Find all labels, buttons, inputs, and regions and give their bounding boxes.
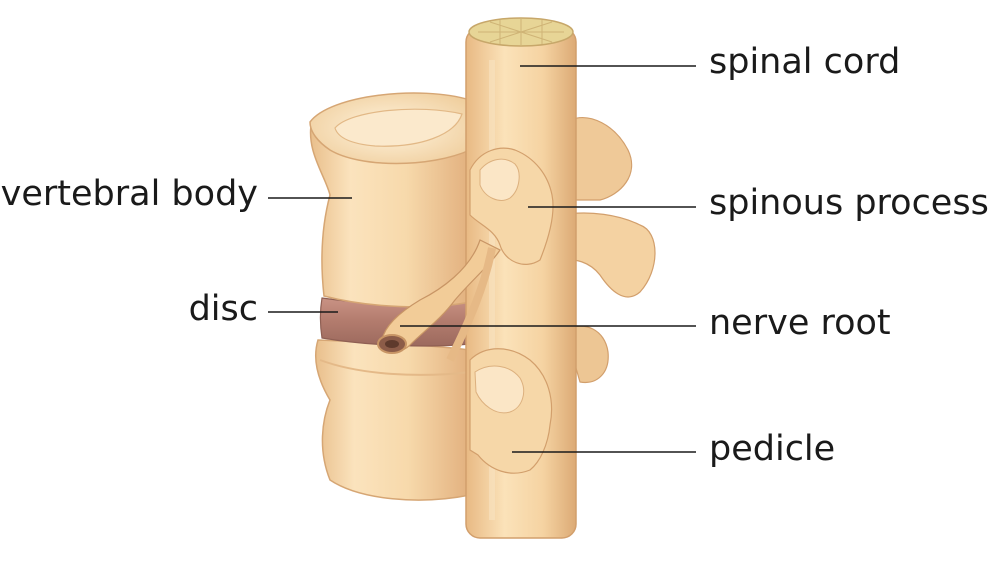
label-nerve-root: nerve root <box>709 303 891 343</box>
label-vertebral-body: vertebral body <box>0 174 258 214</box>
lower-vertebral-body <box>314 339 471 501</box>
leader-lines <box>268 65 696 453</box>
upper-facet <box>469 147 554 265</box>
upper-vertebral-body <box>309 92 471 308</box>
label-spinous-process: spinous process <box>709 183 989 223</box>
label-pedicle: pedicle <box>709 429 836 469</box>
upper-spinous-process <box>559 117 656 298</box>
lower-facet <box>469 348 553 474</box>
label-disc: disc <box>188 289 258 329</box>
label-spinal-cord: spinal cord <box>709 42 901 82</box>
nerve-root-shape <box>377 239 501 362</box>
